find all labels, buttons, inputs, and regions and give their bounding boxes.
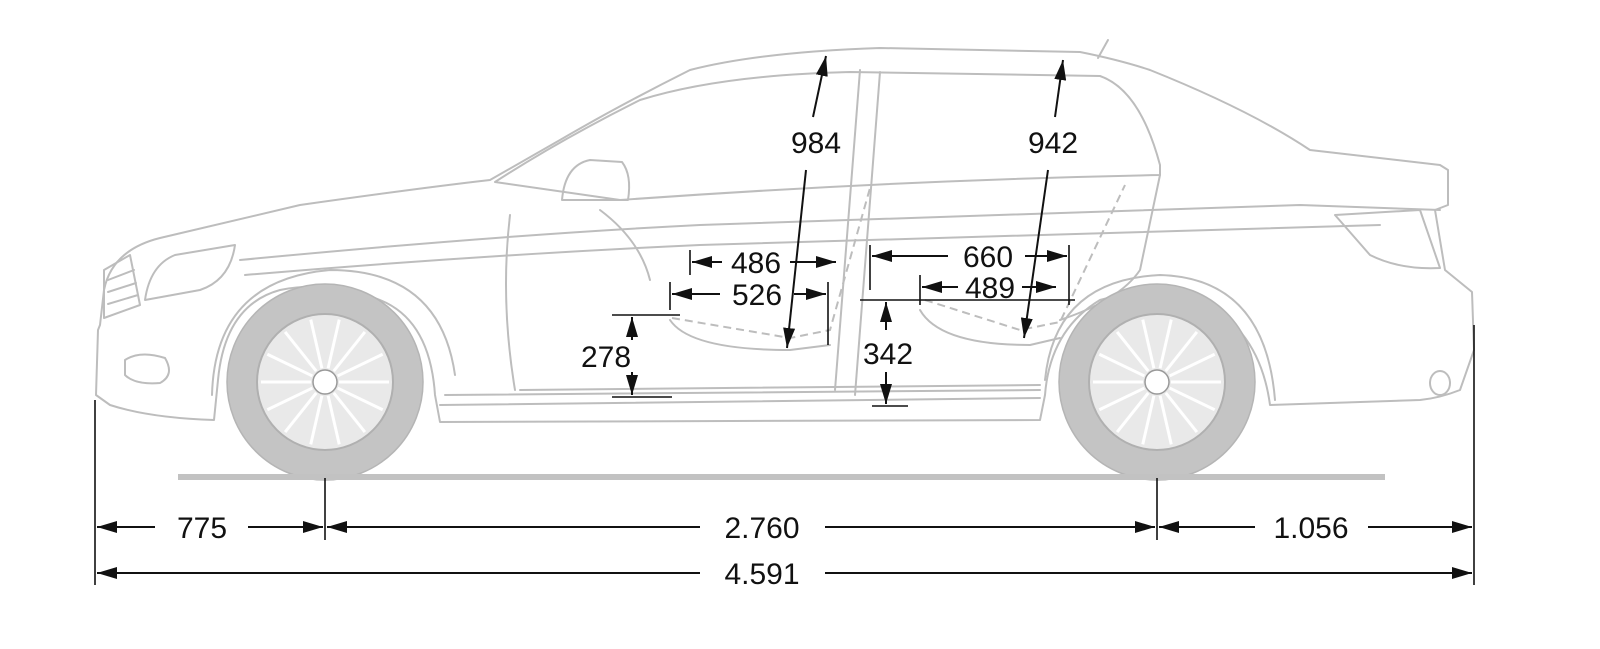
dim-rear-overhang: 1.056: [1159, 512, 1472, 545]
front-headroom-label: 984: [791, 127, 841, 160]
dim-overall-length: 4.591: [97, 558, 1472, 591]
front-door-line: [505, 214, 1041, 391]
wheel-spoke: [1164, 331, 1199, 372]
three-pointed-star-icon: [312, 369, 338, 395]
rear-legroom-upper-label: 660: [963, 241, 1013, 274]
front-wheel: [226, 283, 424, 481]
b-pillar: [834, 69, 881, 396]
rear-headroom-label: 942: [1028, 127, 1078, 160]
dim-wheelbase: 2.760: [327, 512, 1155, 545]
fog-lights: [124, 353, 170, 385]
wheel-spoke: [1098, 352, 1146, 378]
rear-overhang-label: 1.056: [1273, 512, 1348, 545]
headlight: [144, 244, 236, 301]
extension-lines: [94, 325, 1475, 585]
rear-seat-outline: [924, 184, 1126, 332]
wheel-spoke: [309, 319, 324, 369]
overall-length-label: 4.591: [724, 558, 799, 591]
car-body: [95, 39, 1475, 423]
wheel-spoke: [1115, 331, 1150, 372]
front-seat-outline: [671, 187, 871, 340]
front-legroom-upper-label: 486: [731, 247, 781, 280]
wheel-spoke: [266, 352, 314, 378]
wheelbase-label: 2.760: [724, 512, 799, 545]
wheel-spoke: [1168, 352, 1216, 378]
wheel-spoke: [283, 331, 318, 372]
wheel-spoke: [283, 392, 318, 433]
wheel-spoke: [309, 395, 324, 445]
beltline: [239, 204, 1441, 261]
wheel-spoke: [326, 395, 341, 445]
exhaust-pipe: [1429, 370, 1451, 396]
front-legroom-lower-label: 526: [732, 279, 782, 312]
wheel-spoke: [1141, 319, 1156, 369]
three-pointed-star-icon: [1144, 369, 1170, 395]
shoulder-line: [244, 224, 1381, 276]
dim-rear-seat-height: 342: [860, 299, 1075, 407]
wheel-spoke: [332, 392, 367, 433]
dim-front-legroom-upper: 486: [689, 247, 836, 280]
wheel-spoke: [1168, 386, 1216, 412]
wheel-spoke: [1158, 319, 1173, 369]
rear-wheel: [1058, 283, 1256, 481]
wheel-spoke: [1158, 395, 1173, 445]
rear-seat-cushion: [919, 309, 1061, 346]
front-seat-cushion: [669, 319, 831, 351]
wheel-spoke: [1115, 392, 1150, 433]
wheel-spoke: [1164, 392, 1199, 433]
wheel-spoke: [332, 331, 367, 372]
wheel-spoke: [336, 386, 384, 412]
front-wheel-arch: [211, 269, 456, 396]
front-seat-height-label: 278: [581, 341, 631, 374]
dim-front-overhang: 775: [97, 512, 323, 545]
front-overhang-label: 775: [177, 512, 227, 545]
dim-front-legroom-lower: 526: [669, 279, 829, 345]
antenna: [1097, 39, 1109, 59]
dim-front-seat-height: 278: [581, 314, 680, 398]
grille: [103, 254, 141, 319]
side-mirror: [561, 159, 631, 201]
window-frame: [494, 71, 1161, 201]
wheel-spoke: [1141, 395, 1156, 445]
tail-light: [1334, 209, 1441, 270]
rear-seat-height-label: 342: [863, 338, 913, 371]
steering-wheel: [599, 209, 651, 281]
wheel-spoke: [266, 386, 314, 412]
wheel-spoke: [326, 319, 341, 369]
rear-wheel-arch: [1044, 274, 1276, 401]
wheel-spoke: [1098, 386, 1146, 412]
side-sill: [439, 389, 1041, 406]
dim-rear-headroom: 942: [1020, 59, 1084, 339]
dim-rear-legroom-upper: 660: [869, 241, 1070, 305]
dim-front-headroom: 984: [783, 55, 846, 349]
wheel-spoke: [336, 352, 384, 378]
